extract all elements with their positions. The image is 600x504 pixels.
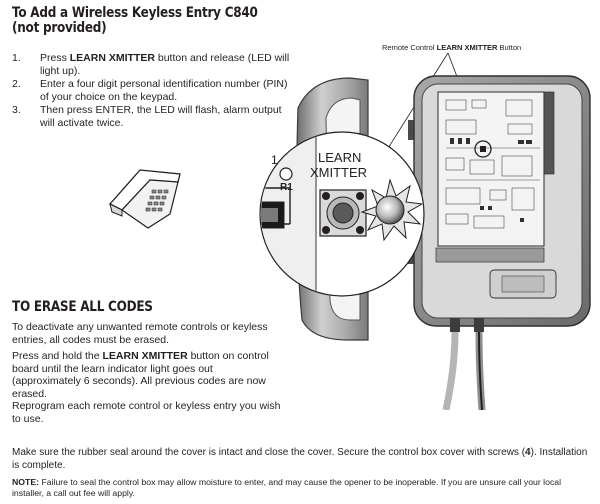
learn-led — [375, 195, 405, 225]
note: NOTE: Failure to seal the control box ma… — [12, 477, 590, 499]
note-label: NOTE: — [12, 477, 40, 487]
terminal-block — [435, 247, 545, 263]
cable-1 — [442, 331, 459, 410]
board-traces — [445, 99, 540, 229]
erase-para-2: Press and hold the LEARN XMITTER button … — [12, 350, 269, 400]
learn-xmitter-bold: LEARN XMITTER — [69, 52, 155, 64]
step-3: 3. Then press ENTER, the LED will flash,… — [12, 104, 282, 129]
erase-para-3: Reprogram each remote control or keyless… — [12, 400, 281, 425]
connector-strip — [543, 91, 555, 175]
control-box-diagram: Remote Control LEARN XMITTER Button — [259, 43, 591, 410]
r1-led — [279, 167, 293, 181]
add-keyless-steps: 1. Press LEARN XMITTER button and releas… — [12, 52, 296, 130]
closing-instructions: Make sure the rubber seal around the cov… — [12, 447, 588, 471]
xmitter-label: XMITTER — [310, 165, 367, 180]
callout-label: Remote Control LEARN XMITTER Button — [382, 43, 521, 52]
erase-para-1: To deactivate any unwanted remote contro… — [12, 321, 268, 346]
cable-gland-1 — [450, 318, 460, 332]
learn-label: LEARN — [318, 150, 361, 165]
step-1: 1. Press LEARN XMITTER button and releas… — [12, 52, 290, 77]
add-keyless-title-line2: (not provided) — [12, 20, 107, 36]
note-text: Failure to seal the control box may allo… — [12, 477, 562, 498]
step-2: 2. Enter a four digit personal identific… — [12, 78, 288, 103]
erase-codes-body: To deactivate any unwanted remote contro… — [12, 321, 284, 425]
add-keyless-section: To Add a Wireless Keyless Entry C840 (no… — [12, 6, 312, 36]
label-r1: R1 — [280, 182, 293, 193]
cable-gland-2 — [474, 318, 484, 332]
learn-button-highlight — [474, 140, 492, 158]
learn-button-small — [480, 146, 486, 152]
label-1: 1 — [271, 153, 278, 167]
circuit-board — [437, 91, 545, 247]
keypad-illustration — [108, 169, 181, 229]
board-components — [450, 138, 532, 222]
hinge-top — [408, 120, 416, 140]
add-keyless-title-line1: To Add a Wireless Keyless Entry C840 — [12, 5, 258, 21]
erase-codes-section: TO ERASE ALL CODES — [12, 300, 312, 315]
erase-codes-title: TO ERASE ALL CODES — [12, 299, 153, 315]
